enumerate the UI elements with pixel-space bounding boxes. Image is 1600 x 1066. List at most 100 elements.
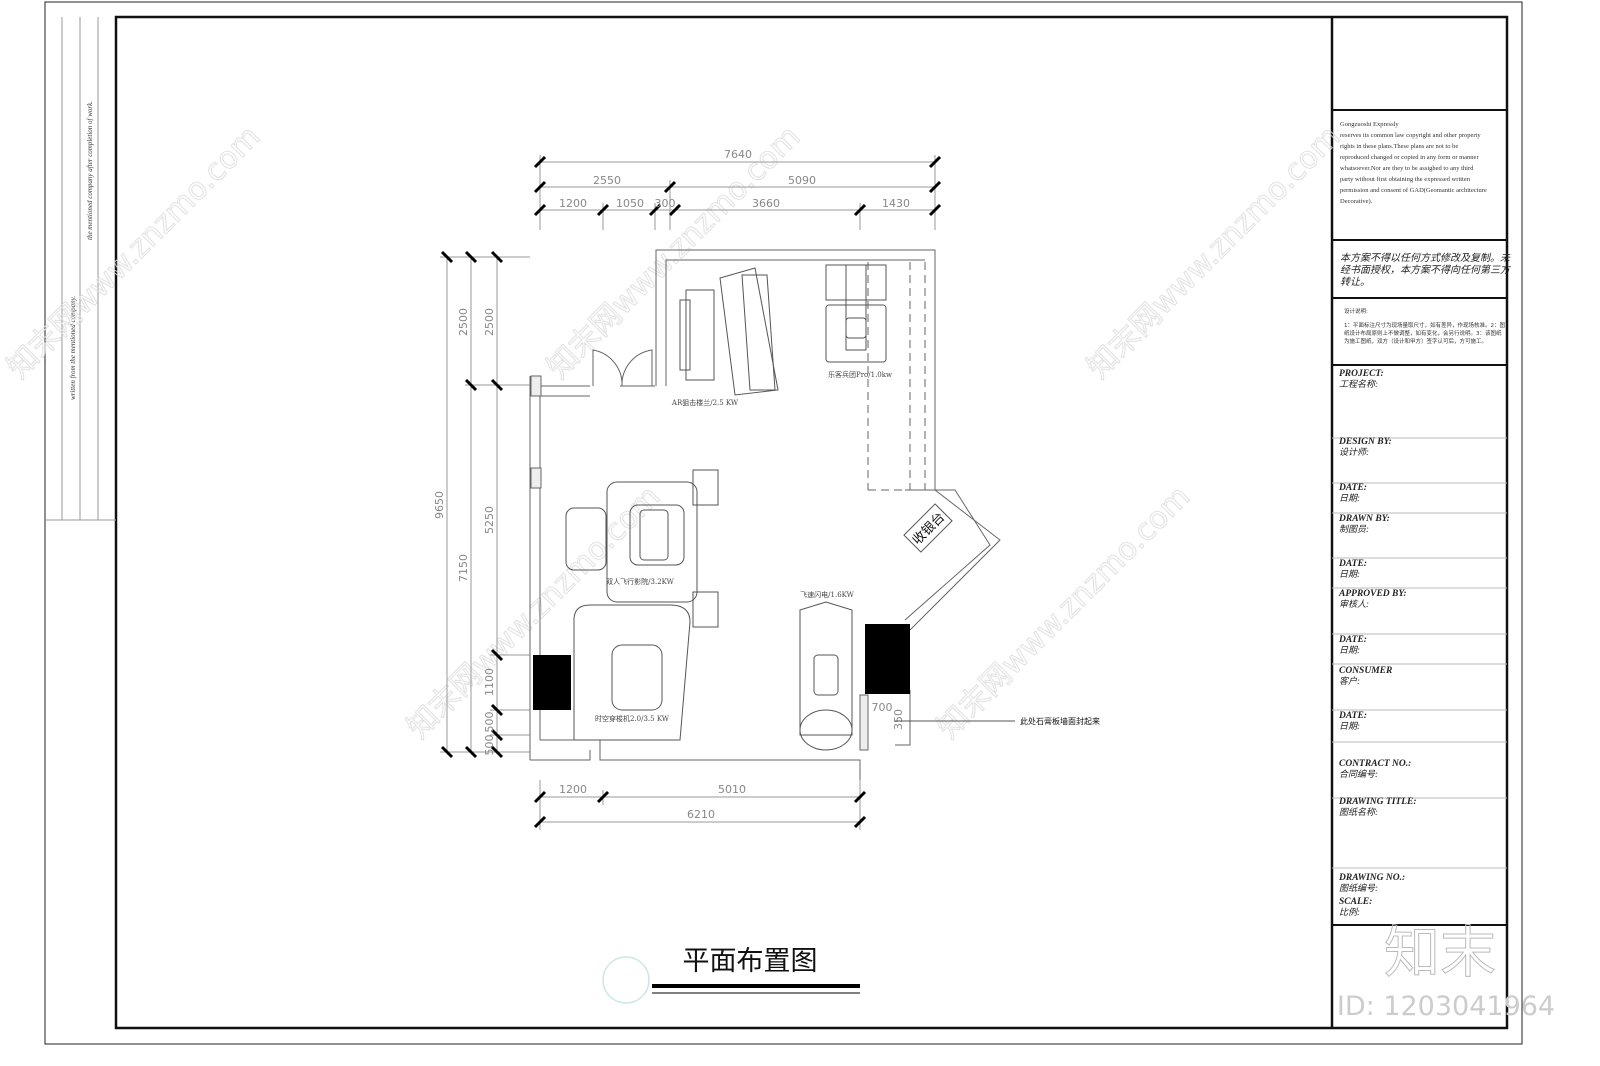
field-label-cn: 图纸编号: [1339, 883, 1378, 893]
title-block-lines [1332, 109, 1507, 926]
field-label-en: DATE: [1338, 483, 1367, 493]
field-label-cn: 合同编号: [1339, 769, 1378, 779]
svg-text:party without first obtaining: party without first obtaining the expres… [1340, 176, 1471, 183]
field-label-cn: 工程名称: [1339, 379, 1378, 389]
dim-top-detail: 1200 [559, 197, 587, 210]
field-label-cn: 日期: [1339, 493, 1360, 503]
field-label-en: DRAWN BY: [1338, 514, 1390, 524]
field-label-en: DESIGN BY: [1338, 437, 1392, 447]
field-label-en: DATE: [1338, 711, 1367, 721]
dim-local: 350 [892, 709, 905, 730]
svg-text:经书面授权，本方案不得向任何第三方: 经书面授权，本方案不得向任何第三方 [1340, 264, 1512, 276]
dim-left-mid: 2500 [457, 308, 470, 336]
field-label-cn: 客户: [1339, 676, 1360, 686]
dim-left-detail: 2500 [483, 308, 496, 336]
svg-text:知末网www.znzmo.com: 知末网www.znzmo.com [541, 119, 807, 385]
dim-bottom-overall: 6210 [687, 808, 715, 821]
svg-text:为施工图纸，双方（设计和甲方）签字认可后，方可施工。: 为施工图纸，双方（设计和甲方）签字认可后，方可施工。 [1344, 337, 1487, 345]
solid-column [533, 655, 571, 710]
equipment-racer [799, 601, 853, 751]
side-note-1: written from the mentioned company. [69, 296, 77, 400]
side-note-2: the mentioned company after completion o… [86, 101, 94, 240]
field-label-cn: 日期: [1339, 569, 1360, 579]
column-hatch [859, 694, 869, 751]
column-hatch [530, 467, 542, 489]
bottom-dimensions [539, 780, 861, 830]
svg-text:知末网www.znzmo.com: 知末网www.znzmo.com [1081, 119, 1347, 385]
double-door[interactable] [592, 349, 653, 387]
svg-text:rights in these plans.These pl: rights in these plans.These plans are no… [1340, 143, 1458, 150]
field-label-en: SCALE: [1339, 897, 1372, 907]
annotation: 此处石膏板墙面封起来 [1020, 716, 1100, 726]
field-label-cn: 日期: [1339, 721, 1360, 731]
equipment-label-time-machine: 时空穿梭机2.0/3.5 KW [595, 714, 670, 723]
svg-text:纸设计布局原则上不做调整，如有变化，会另行说明。3：该图纸: 纸设计布局原则上不做调整，如有变化，会另行说明。3：该图纸 [1344, 329, 1502, 337]
svg-text:Decorative).: Decorative). [1340, 198, 1373, 205]
svg-text:whatsoever.Nor are they to be: whatsoever.Nor are they to be assighed t… [1340, 165, 1474, 172]
dim-top-mid: 5090 [788, 174, 816, 187]
svg-text:reproduced changed or copied i: reproduced changed or copied in any form… [1340, 154, 1479, 161]
outer-border [44, 1, 1523, 1045]
dim-bottom-detail: 1200 [559, 783, 587, 796]
solid-column [865, 624, 910, 694]
dim-top-detail: 3660 [752, 197, 780, 210]
dim-top-detail: 1430 [882, 197, 910, 210]
dim-left-mid: 7150 [457, 554, 470, 582]
equipment-flight-cinema [565, 469, 719, 628]
title-underline [652, 984, 860, 988]
dim-top-mid: 2550 [593, 174, 621, 187]
dim-top-detail: 300 [655, 197, 676, 210]
dim-left-detail: 500 [483, 735, 496, 756]
field-label-en: PROJECT: [1339, 369, 1384, 379]
svg-text:reserves its common law copyri: reserves its common law copyright and ot… [1340, 132, 1481, 139]
dim-left-detail: 1100 [483, 668, 496, 696]
svg-text:本方案不得以任何方式修改及复制。未: 本方案不得以任何方式修改及复制。未 [1340, 252, 1511, 264]
field-label-cn: 比例: [1339, 907, 1360, 917]
dimension-ticks [440, 250, 504, 759]
title-block-fields: PROJECT:工程名称:DESIGN BY:设计师:DATE:日期:DRAWN… [1338, 369, 1417, 917]
drawing-title: 平面布置图 [683, 946, 818, 977]
svg-text:知末网www.znzmo.com: 知末网www.znzmo.com [931, 479, 1197, 745]
dim-top-detail: 1050 [616, 197, 644, 210]
field-label-cn: 审核人: [1339, 599, 1369, 609]
field-label-en: DRAWING NO.: [1338, 873, 1405, 883]
dimension-ticks [533, 790, 867, 829]
equipment-label-flight-cinema: 双人飞行影院/3.2KW [606, 577, 674, 586]
field-label-en: APPROVED BY: [1338, 589, 1406, 599]
svg-text:Gongzuoshi Expressly: Gongzuoshi Expressly [1340, 121, 1399, 128]
dim-top-overall: 7640 [724, 148, 752, 161]
watermark-logo: 知末 [1384, 921, 1496, 986]
equipment-label-lk: 乐客兵团Pro/1.0kw [828, 370, 892, 379]
watermark-id: ID: 1203041964 [1337, 991, 1555, 1022]
copyright-cn: 本方案不得以任何方式修改及复制。未 经书面授权，本方案不得向任何第三方 转让。 [1340, 252, 1512, 288]
dim-local: 700 [872, 701, 893, 714]
watermark: 知末网www.znzmo.com 知末网www.znzmo.com 知末网www… [0, 119, 1347, 746]
field-label-en: DRAWING TITLE: [1338, 797, 1417, 807]
svg-text:设计说明:: 设计说明: [1344, 307, 1368, 315]
svg-text:转让。: 转让。 [1340, 276, 1370, 288]
equipment-label-ar: AR狙击楼兰/2.5 KW [671, 398, 739, 407]
equipment-ar [679, 267, 779, 396]
field-label-cn: 图纸名称: [1339, 807, 1378, 817]
dim-left-overall: 9650 [433, 491, 446, 519]
drawing-frame [114, 15, 1509, 1030]
field-label-cn: 日期: [1339, 645, 1360, 655]
field-label-en: CONSUMER [1339, 666, 1392, 676]
dim-left-detail: 5250 [483, 506, 496, 534]
equipment-time-machine [573, 604, 691, 741]
svg-text:permission and consent of GAD: permission and consent of GAD(Geomantic … [1340, 187, 1487, 194]
field-label-en: CONTRACT NO.: [1339, 759, 1411, 769]
title-circle [602, 956, 650, 1004]
field-label-cn: 设计师: [1339, 447, 1369, 457]
top-dimensions [539, 155, 936, 230]
field-label-en: DATE: [1338, 559, 1367, 569]
svg-text:1：平面标注尺寸为现场量取尺寸，如有差异，作现场核准。2：图: 1：平面标注尺寸为现场量取尺寸，如有差异，作现场核准。2：图 [1344, 321, 1506, 329]
dim-bottom-detail: 5010 [718, 783, 746, 796]
left-dimensions [440, 256, 530, 753]
design-notes: 设计说明: 1：平面标注尺寸为现场量取尺寸，如有差异，作现场核准。2：图 纸设计… [1344, 307, 1506, 345]
dimension-ticks [533, 155, 942, 217]
column-hatch [530, 375, 542, 397]
field-label-cn: 制图员: [1339, 524, 1369, 534]
equipment-lk [825, 264, 887, 363]
